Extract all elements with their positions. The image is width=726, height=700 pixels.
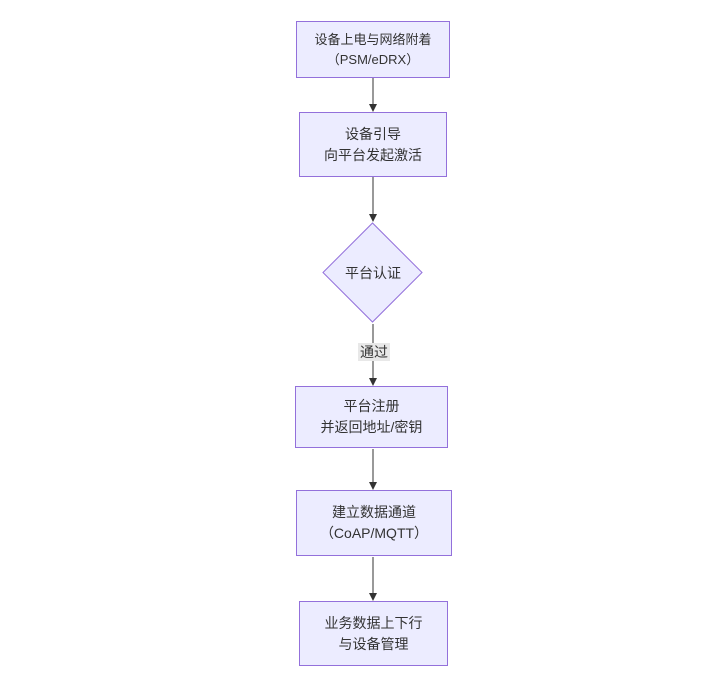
node-business-data: 业务数据上下行 与设备管理 bbox=[299, 601, 448, 666]
arrowhead-icon bbox=[368, 214, 377, 222]
arrow-shaft bbox=[372, 78, 373, 106]
arrow-shaft bbox=[372, 449, 373, 484]
edge-label-pass: 通过 bbox=[358, 343, 390, 361]
node-text-line: 设备引导 bbox=[345, 125, 401, 142]
arrow-a-b bbox=[368, 78, 377, 112]
arrow-d-e bbox=[368, 449, 377, 490]
node-text-line: 向平台发起激活 bbox=[324, 146, 422, 163]
arrow-b-c bbox=[368, 177, 377, 222]
node-text-line: 设备上电与网络附着 bbox=[314, 31, 432, 47]
arrow-shaft bbox=[372, 177, 373, 216]
node-text-line: 建立数据通道 bbox=[332, 504, 416, 520]
arrowhead-icon bbox=[368, 104, 377, 112]
node-text-line: （PSM/eDRX） bbox=[326, 51, 420, 67]
node-data-channel: 建立数据通道 （CoAP/MQTT） bbox=[296, 490, 452, 556]
node-platform-auth-decision: 平台认证 bbox=[322, 222, 424, 324]
arrowhead-icon bbox=[368, 593, 377, 601]
arrowhead-icon bbox=[368, 378, 377, 386]
node-text-line: 平台注册 bbox=[343, 398, 400, 414]
arrowhead-icon bbox=[368, 482, 377, 490]
node-platform-register: 平台注册 并返回地址/密钥 bbox=[295, 386, 448, 448]
node-text-line: 与设备管理 bbox=[338, 635, 409, 652]
node-text-line: 平台认证 bbox=[345, 265, 401, 281]
arrow-shaft bbox=[372, 557, 373, 595]
arrow-e-f bbox=[368, 557, 377, 601]
node-text-line: 业务数据上下行 bbox=[324, 614, 423, 631]
node-text-line: （CoAP/MQTT） bbox=[319, 525, 429, 541]
node-power-on-attach: 设备上电与网络附着 （PSM/eDRX） bbox=[296, 21, 450, 78]
node-device-bootstrap: 设备引导 向平台发起激活 bbox=[299, 112, 447, 177]
node-text-line: 并返回地址/密钥 bbox=[320, 419, 423, 435]
